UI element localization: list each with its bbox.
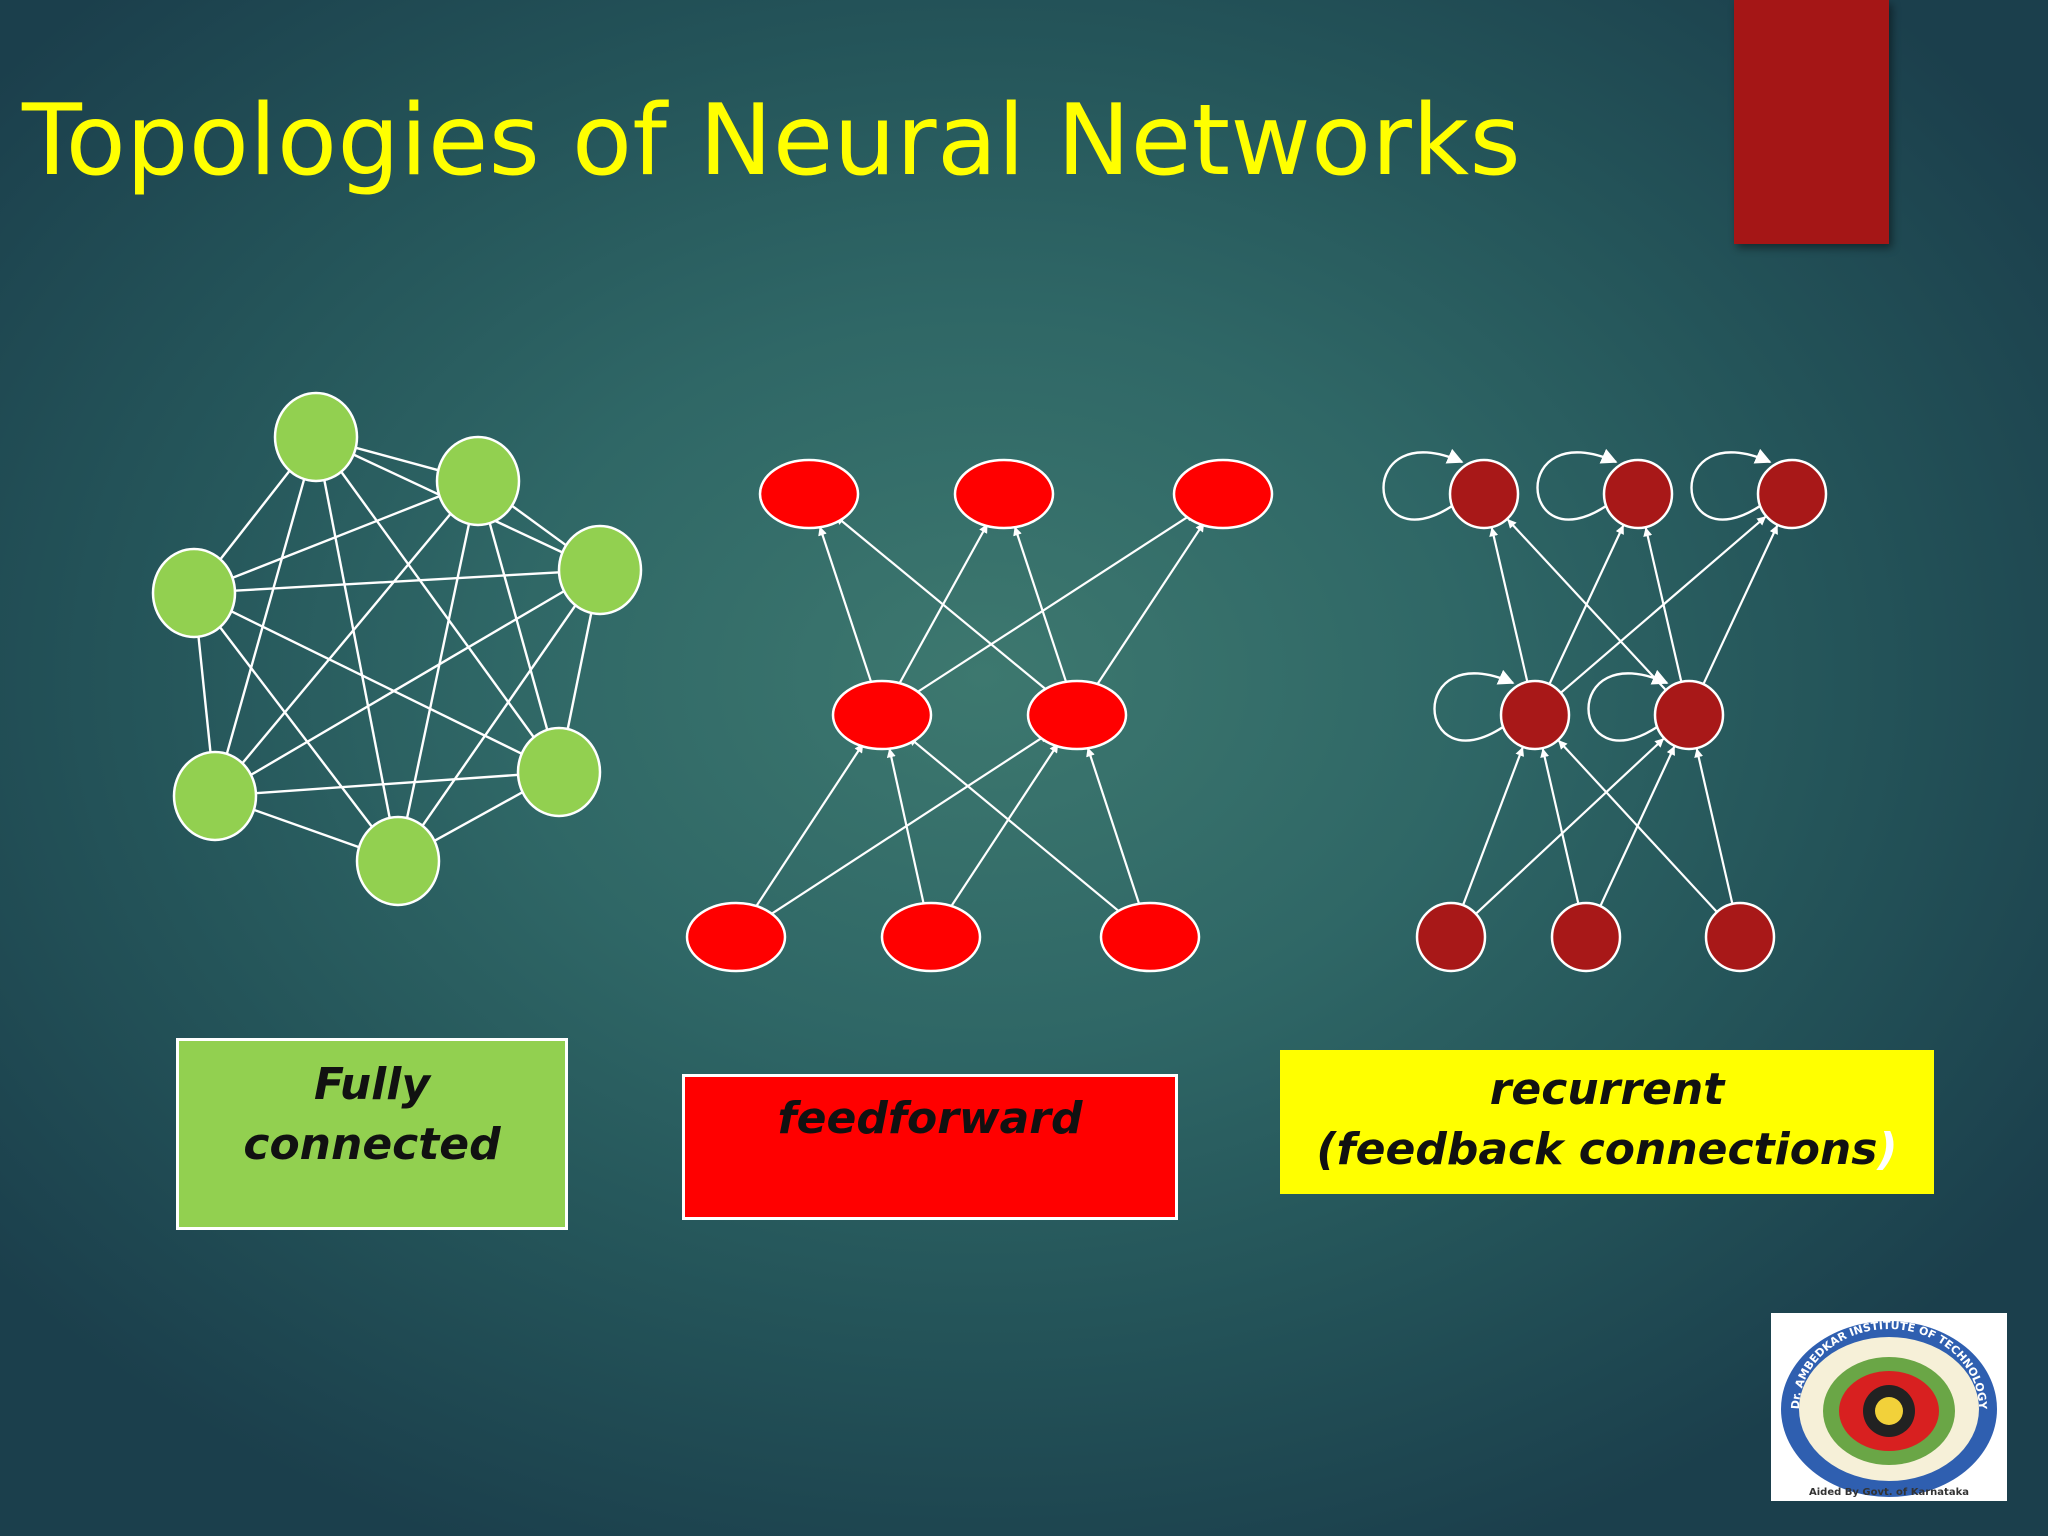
fc-edge: [237, 507, 456, 770]
fc-node: [172, 750, 258, 842]
fc-edge: [245, 587, 570, 779]
ff-edge: [1086, 747, 1141, 906]
fc-edge: [428, 788, 529, 845]
feedforward-label: feedforward: [682, 1074, 1178, 1220]
feedforward-network: [685, 458, 1274, 973]
rc-self-loop: [1536, 448, 1618, 521]
rc-self-loop: [1433, 669, 1515, 742]
recurrent-label: recurrent (feedback connections): [1280, 1050, 1934, 1194]
fc-edge: [350, 445, 444, 473]
ff-edge: [1094, 522, 1205, 688]
ff-node: [758, 458, 860, 530]
fc-edge: [321, 472, 393, 826]
fc-edge: [196, 628, 213, 761]
fc-edge: [404, 515, 472, 827]
rc-node: [1704, 901, 1776, 973]
rc-edge: [1643, 527, 1683, 683]
seal-footer-text: Aided By Govt. of Karnataka: [1809, 1487, 1969, 1498]
rc-edge: [1506, 518, 1667, 691]
recurrent-network: [1382, 448, 1828, 973]
rc-edge: [1489, 527, 1529, 683]
ff-node: [880, 901, 982, 973]
fc-node: [557, 524, 643, 616]
fc-edge: [336, 465, 539, 744]
rc-node: [1550, 901, 1622, 973]
rc-self-loop: [1382, 448, 1464, 521]
fc-edge: [227, 493, 445, 581]
ff-edge: [835, 515, 1052, 695]
slide-title: Topologies of Neural Networks: [22, 84, 1522, 198]
rc-node: [1448, 458, 1520, 530]
fc-node: [273, 391, 359, 483]
seal-icon: Dr. AMBEDKAR INSTITUTE OF TECHNOLOGY Aid…: [1781, 1319, 1997, 1498]
ff-node: [1172, 458, 1274, 530]
fc-edge: [248, 806, 365, 851]
rc-self-loop: [1690, 448, 1772, 521]
recurrent-label-closing-paren: ): [1877, 1124, 1898, 1175]
rc-edge: [1557, 739, 1718, 913]
fully-connected-network: [151, 391, 643, 907]
ff-edge: [818, 526, 873, 684]
ff-edge: [753, 743, 864, 910]
ff-edge: [908, 736, 1125, 917]
fc-edge: [215, 464, 295, 566]
fc-edge: [223, 471, 308, 762]
fully-connected-label-line2: connected: [243, 1119, 501, 1170]
rc-edge: [1462, 746, 1524, 906]
fc-edge: [417, 598, 581, 833]
rc-edge: [1694, 748, 1734, 905]
fc-edge: [250, 773, 524, 795]
fc-node: [151, 547, 237, 639]
ff-edge: [948, 743, 1059, 910]
ff-node: [1026, 679, 1128, 751]
fc-edge: [486, 515, 551, 738]
fc-node: [435, 435, 521, 527]
fully-connected-label: Fully connected: [176, 1038, 568, 1230]
fc-edge: [225, 607, 528, 758]
fc-edge: [506, 501, 572, 550]
rc-self-loop: [1587, 669, 1669, 742]
recurrent-label-line2-text: (feedback connections: [1316, 1124, 1878, 1175]
fc-edge: [564, 605, 595, 737]
rc-node: [1602, 458, 1674, 530]
ff-node: [953, 458, 1055, 530]
feedforward-label-text: feedforward: [777, 1093, 1083, 1144]
rc-node: [1756, 458, 1828, 530]
recurrent-label-line2: (feedback connections): [1280, 1120, 1934, 1180]
ff-node: [1099, 901, 1201, 973]
fc-node: [516, 726, 602, 818]
fully-connected-label-line1: Fully: [313, 1059, 430, 1110]
rc-node: [1653, 679, 1725, 751]
fc-edge: [214, 620, 378, 834]
ff-node: [831, 679, 933, 751]
ff-node: [685, 901, 787, 973]
ff-edge: [886, 748, 925, 905]
ff-edge: [909, 512, 1195, 698]
rc-node: [1499, 679, 1571, 751]
fc-node: [355, 815, 441, 907]
rc-node: [1415, 901, 1487, 973]
rc-edge: [1475, 738, 1665, 915]
fc-edge: [229, 570, 565, 593]
rc-edge: [1540, 748, 1580, 905]
college-seal-logo: Dr. AMBEDKAR INSTITUTE OF TECHNOLOGY Aid…: [1771, 1313, 2007, 1501]
accent-bar: [1734, 0, 1889, 244]
recurrent-label-line1: recurrent: [1489, 1064, 1725, 1115]
ff-edge: [1013, 526, 1068, 684]
rc-edge: [1702, 524, 1779, 685]
